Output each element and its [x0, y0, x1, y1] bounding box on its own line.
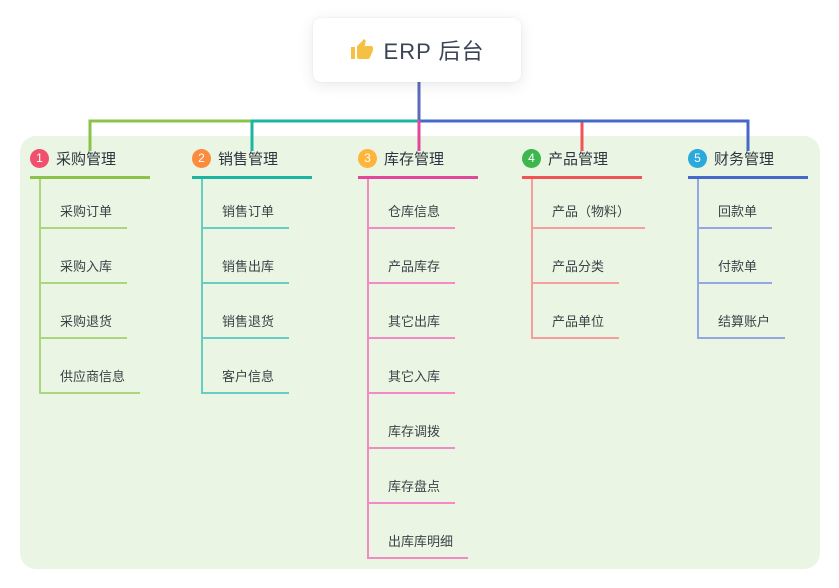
branch-title: 采购管理: [56, 151, 117, 168]
child-node[interactable]: 销售退货: [201, 284, 312, 339]
child-node-label[interactable]: 仓库信息: [369, 201, 456, 229]
child-node-label[interactable]: 其它入库: [369, 366, 456, 394]
branch-header-sales[interactable]: 2 销售管理: [192, 148, 312, 179]
child-node-label[interactable]: 客户信息: [203, 366, 290, 394]
branch-finance: 5 财务管理 回款单 付款单 结算账户: [688, 148, 808, 339]
child-node-label[interactable]: 付款单: [699, 256, 773, 284]
child-node-label[interactable]: 供应商信息: [41, 366, 141, 394]
child-node-label[interactable]: 采购退货: [41, 311, 128, 339]
branch-header-product[interactable]: 4 产品管理: [522, 148, 642, 179]
child-node-label[interactable]: 销售出库: [203, 256, 290, 284]
branch-purchase: 1 采购管理 采购订单 采购入库 采购退货 供应商信息: [30, 148, 150, 394]
branch-children: 仓库信息 产品库存 其它出库 其它入库 库存调拨 库存盘点 出库库明细: [367, 179, 478, 559]
child-node[interactable]: 库存盘点: [367, 449, 478, 504]
child-node-label[interactable]: 库存盘点: [369, 476, 456, 504]
child-node[interactable]: 销售订单: [201, 179, 312, 229]
child-node-label[interactable]: 销售退货: [203, 311, 290, 339]
branch-index-badge: 5: [688, 149, 707, 168]
child-node-label[interactable]: 产品分类: [533, 256, 620, 284]
child-node[interactable]: 产品（物料）: [531, 179, 646, 229]
child-node[interactable]: 库存调拨: [367, 394, 478, 449]
child-node-label[interactable]: 采购入库: [41, 256, 128, 284]
child-node-label[interactable]: 采购订单: [41, 201, 128, 229]
branch-title: 财务管理: [714, 151, 775, 168]
branch-header-finance[interactable]: 5 财务管理: [688, 148, 808, 179]
child-node[interactable]: 客户信息: [201, 339, 312, 394]
child-node[interactable]: 其它出库: [367, 284, 478, 339]
branch-index-badge: 2: [192, 149, 211, 168]
branch-index-badge: 3: [358, 149, 377, 168]
branch-index-badge: 4: [522, 149, 541, 168]
branch-title: 产品管理: [548, 151, 609, 168]
branch-sales: 2 销售管理 销售订单 销售出库 销售退货 客户信息: [192, 148, 312, 394]
child-node-label[interactable]: 销售订单: [203, 201, 290, 229]
branch-header-inventory[interactable]: 3 库存管理: [358, 148, 478, 179]
branch-title: 销售管理: [218, 151, 279, 168]
child-node-label[interactable]: 结算账户: [699, 311, 786, 339]
child-node[interactable]: 销售出库: [201, 229, 312, 284]
child-node-label[interactable]: 回款单: [699, 201, 773, 229]
branch-product: 4 产品管理 产品（物料） 产品分类 产品单位: [522, 148, 646, 339]
root-node[interactable]: ERP 后台: [313, 18, 521, 82]
child-node[interactable]: 结算账户: [697, 284, 808, 339]
child-node[interactable]: 回款单: [697, 179, 808, 229]
branch-children: 回款单 付款单 结算账户: [697, 179, 808, 339]
child-node[interactable]: 出库库明细: [367, 504, 478, 559]
child-node-label[interactable]: 库存调拨: [369, 421, 456, 449]
child-node-label[interactable]: 出库库明细: [369, 531, 469, 559]
branch-children: 采购订单 采购入库 采购退货 供应商信息: [39, 179, 150, 394]
branch-children: 销售订单 销售出库 销售退货 客户信息: [201, 179, 312, 394]
child-node-label[interactable]: 其它出库: [369, 311, 456, 339]
branch-children: 产品（物料） 产品分类 产品单位: [531, 179, 646, 339]
child-node-label[interactable]: 产品库存: [369, 256, 456, 284]
child-node-label[interactable]: 产品单位: [533, 311, 620, 339]
mindmap-panel: [20, 136, 820, 569]
child-node[interactable]: 付款单: [697, 229, 808, 284]
root-node-label: ERP 后台: [383, 39, 485, 64]
child-node[interactable]: 采购退货: [39, 284, 150, 339]
branch-title: 库存管理: [384, 151, 445, 168]
child-node[interactable]: 其它入库: [367, 339, 478, 394]
thumbs-up-icon: [350, 39, 373, 59]
child-node[interactable]: 仓库信息: [367, 179, 478, 229]
child-node[interactable]: 产品分类: [531, 229, 642, 284]
branch-index-badge: 1: [30, 149, 49, 168]
child-node-label[interactable]: 产品（物料）: [533, 201, 646, 229]
branch-header-purchase[interactable]: 1 采购管理: [30, 148, 150, 179]
child-node[interactable]: 产品单位: [531, 284, 642, 339]
child-node[interactable]: 产品库存: [367, 229, 478, 284]
child-node[interactable]: 采购入库: [39, 229, 150, 284]
child-node[interactable]: 供应商信息: [39, 339, 150, 394]
branch-inventory: 3 库存管理 仓库信息 产品库存 其它出库 其它入库 库存调拨 库存盘点 出库库…: [358, 148, 478, 559]
child-node[interactable]: 采购订单: [39, 179, 150, 229]
